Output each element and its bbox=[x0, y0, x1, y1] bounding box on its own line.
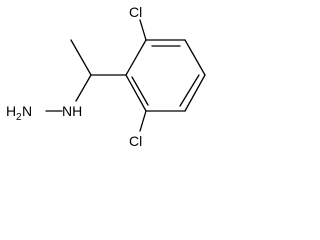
ring-bond-2 bbox=[184, 39, 206, 76]
ring-bond-5 bbox=[125, 74, 147, 112]
atom-cl-bottom: Cl bbox=[129, 133, 142, 149]
atom-h2n-group: H 2 N bbox=[6, 103, 32, 123]
bond-ring-to-cl-bottom bbox=[139, 110, 147, 132]
atom-cl-top: Cl bbox=[129, 4, 142, 20]
molecule-diagram: Cl Cl NH H 2 N bbox=[6, 4, 206, 149]
atom-h2n-h: H bbox=[6, 103, 16, 119]
ring-bond-3 bbox=[184, 74, 206, 112]
atom-h2n-subscript: 2 bbox=[16, 112, 22, 123]
ring-double-bond-bottom-left bbox=[131, 76, 149, 106]
bond-chiral-carbon-to-nh bbox=[75, 74, 92, 102]
bond-ring-to-cl-top bbox=[139, 19, 147, 41]
ring-double-bond-right bbox=[179, 74, 200, 107]
atom-h2n-n: N bbox=[22, 103, 32, 119]
benzene-ring bbox=[125, 39, 206, 112]
atom-nh: NH bbox=[62, 103, 82, 119]
bond-chiral-carbon-to-methyl bbox=[70, 39, 92, 76]
ring-bond-6 bbox=[125, 39, 147, 76]
